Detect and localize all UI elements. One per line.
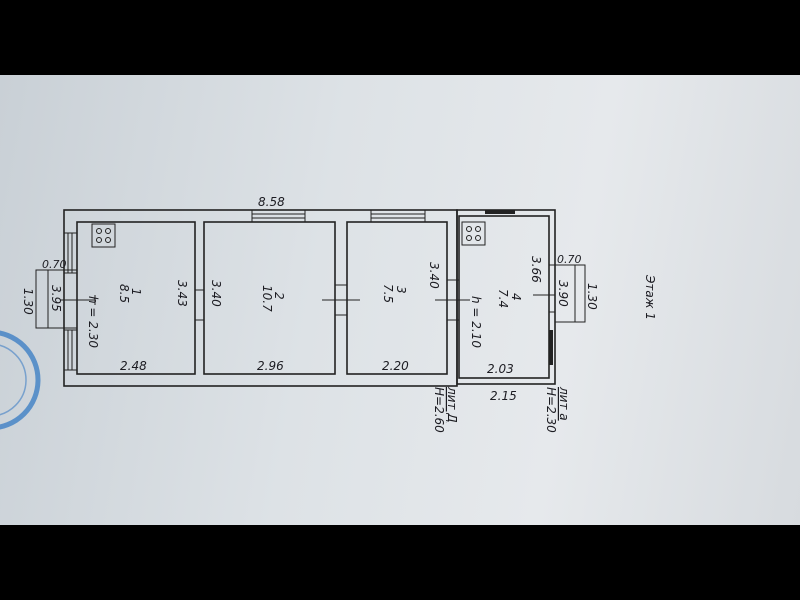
outer-dim-room4: 2.15 [490, 389, 517, 403]
stove-icon [91, 223, 116, 248]
porch-right-length: 3.90 [556, 280, 570, 307]
porch-left-length: 3.95 [49, 285, 63, 312]
room-1-width: 2.48 [120, 359, 147, 373]
door-right [549, 330, 553, 365]
lit-height-1: H=2.60 [432, 387, 446, 433]
room-4 [458, 215, 550, 379]
porch-left-depth: 0.70 [42, 258, 67, 271]
lit-label-2: лит а [557, 386, 571, 421]
room-3 [346, 221, 448, 375]
lit-label-1: лит Д [445, 386, 459, 423]
room-3-area: 7.5 [381, 284, 395, 303]
room-1-length: 3.43 [175, 280, 189, 307]
room-2-length: 3.40 [209, 280, 223, 307]
floor-label: Этаж 1 [643, 274, 657, 320]
ceiling-height-2: h = 2.10 [469, 296, 483, 348]
porch-left [35, 269, 65, 329]
room-3-number: 3 [394, 286, 408, 294]
paper-sheet [0, 75, 800, 525]
stove-icon [461, 221, 486, 246]
room-1-number: 1 [129, 288, 143, 296]
cadastral-stamp [0, 330, 41, 430]
room-4-area: 7.4 [496, 289, 510, 308]
room-4-length: 3.66 [529, 256, 543, 283]
room-3-width: 2.20 [382, 359, 409, 373]
windows [63, 209, 426, 371]
room-2-area: 10.7 [260, 285, 274, 312]
doorways [64, 264, 555, 329]
room-2-number: 2 [272, 292, 286, 300]
room-3-length: 3.40 [427, 262, 441, 289]
porch-right-depth: 0.70 [557, 253, 582, 266]
porch-left-width: 1.30 [21, 288, 35, 315]
porch-right-width: 1.30 [585, 283, 599, 310]
door-top [485, 210, 515, 214]
room-4-width: 2.03 [487, 362, 514, 376]
lit-height-2: H=2.30 [544, 387, 558, 433]
section-lines [60, 294, 555, 305]
room-2-width: 2.96 [257, 359, 284, 373]
total-length: 8.58 [258, 195, 285, 209]
room-4-number: 4 [509, 293, 523, 301]
ceiling-height-1: h = 2.30 [86, 296, 100, 348]
room-1 [76, 221, 196, 375]
porch-right [554, 264, 586, 323]
room-1-area: 8.5 [117, 284, 131, 303]
